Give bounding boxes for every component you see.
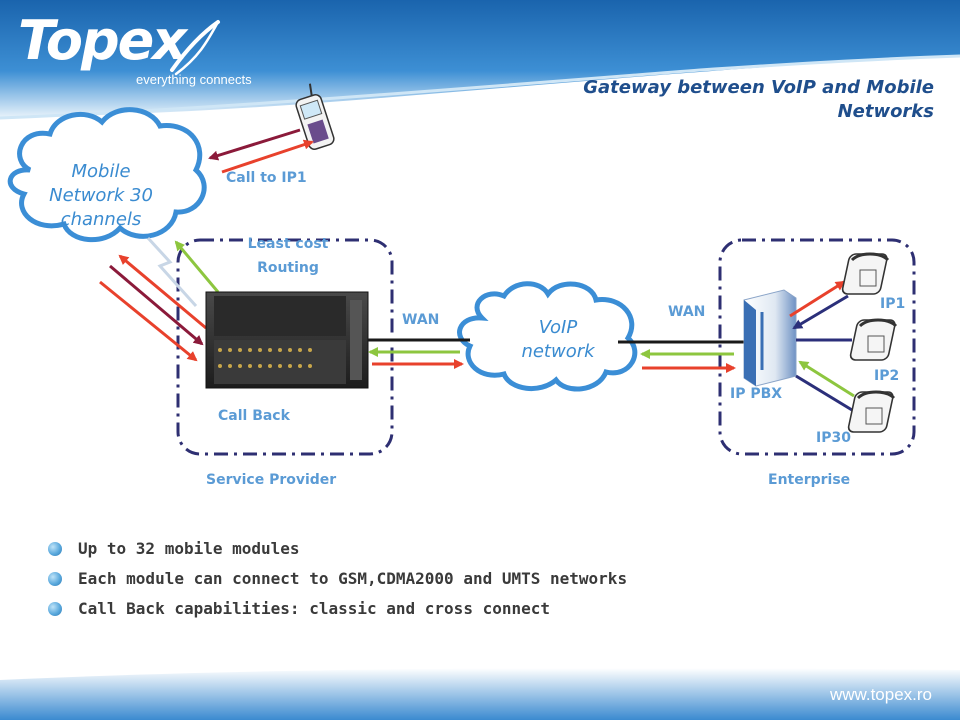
call-arrow-darkred-1 xyxy=(208,128,301,161)
ip-pbx-label: IP PBX xyxy=(730,386,783,402)
mobile-network-label: Mobile Network 30 channels xyxy=(49,161,153,230)
voip-network-cloud xyxy=(457,281,638,392)
bullet-icon xyxy=(48,572,62,586)
gateway-rack-icon xyxy=(205,291,369,389)
voip-network-label: VoIP network xyxy=(521,317,595,362)
enterprise-boundary xyxy=(718,238,916,456)
footer-band xyxy=(0,668,960,720)
bullet-text: Up to 32 mobile modules xyxy=(78,539,300,558)
topex-logo: Topex everything connects xyxy=(18,9,252,88)
logo-swoosh-icon xyxy=(170,20,220,76)
call-to-ip1-label: Call to IP1 xyxy=(226,170,307,186)
list-item: Up to 32 mobile modules xyxy=(48,536,627,566)
bullet-icon xyxy=(48,602,62,616)
website-link[interactable]: www.topex.ro xyxy=(829,685,932,704)
service-provider-label: Service Provider xyxy=(206,472,337,488)
wan-left-label: WAN xyxy=(402,312,440,328)
wireless-link-icon xyxy=(146,236,198,308)
pbx-arrow-red-ip1 xyxy=(789,280,846,318)
ip30-label: IP30 xyxy=(816,430,851,446)
slide-title: Gateway between VoIP and Mobile Networks xyxy=(583,77,934,122)
mobile-network-cloud xyxy=(7,107,207,243)
pbx-arrow-navy-ip1 xyxy=(792,294,849,330)
network-diagram xyxy=(7,83,916,456)
list-item: Call Back capabilities: classic and cros… xyxy=(48,596,627,626)
lcr-arrow-green xyxy=(174,240,220,293)
enterprise-label: Enterprise xyxy=(768,472,851,488)
rack-arrow-red xyxy=(118,254,207,330)
logo-tagline: everything connects xyxy=(136,72,252,87)
rack-arrow-red-2 xyxy=(99,280,198,362)
ip1-label: IP1 xyxy=(880,296,906,312)
pbx-arrow-green-ip30 xyxy=(798,360,855,398)
least-cost-routing-label: Least cost Routing xyxy=(247,236,329,276)
bullet-text: Call Back capabilities: classic and cros… xyxy=(78,599,551,618)
ip2-label: IP2 xyxy=(874,368,900,384)
ip-pbx-icon xyxy=(743,289,797,387)
header-band xyxy=(0,0,960,120)
desk-phone-ip1-icon xyxy=(841,252,890,295)
call-back-label: Call Back xyxy=(218,408,290,424)
bullet-text: Each module can connect to GSM,CDMA2000 … xyxy=(78,569,628,588)
feature-list: Up to 32 mobile modules Each module can … xyxy=(48,536,627,626)
desk-phone-ip2-icon xyxy=(849,318,898,361)
mobile-phone-icon xyxy=(295,83,335,150)
logo-wordmark: Topex xyxy=(18,9,187,72)
desk-phone-ip30-icon xyxy=(847,390,896,433)
bullet-icon xyxy=(48,542,62,556)
pbx-link-navy-ip30 xyxy=(795,374,853,412)
list-item: Each module can connect to GSM,CDMA2000 … xyxy=(48,566,627,596)
wan-right-label: WAN xyxy=(668,304,706,320)
rack-arrow-darkred xyxy=(109,264,204,346)
call-arrow-red-1 xyxy=(221,139,314,174)
